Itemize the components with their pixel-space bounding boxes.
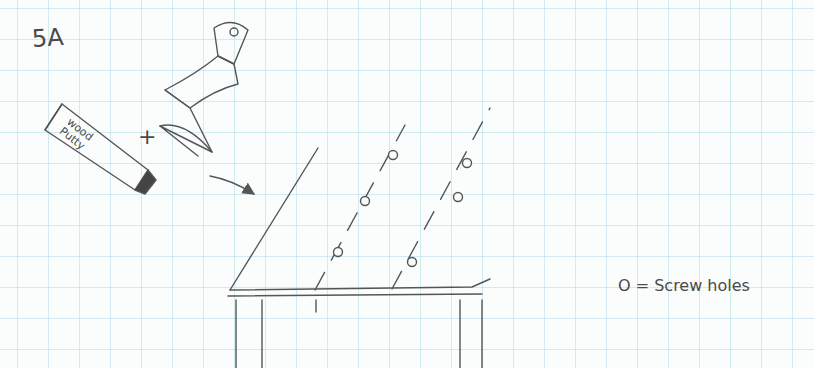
pointer-arrow	[210, 176, 254, 194]
legend-note: O = Screw holes	[618, 276, 750, 295]
screw-hole	[361, 197, 370, 206]
table-top	[228, 294, 482, 296]
tube-cap	[135, 170, 156, 194]
screw-line	[392, 108, 490, 289]
base-top	[230, 279, 490, 290]
screw-hole	[389, 151, 398, 160]
plus-sign: +	[138, 124, 156, 149]
screw-hole	[454, 193, 463, 202]
handle-hole	[230, 28, 238, 36]
tube-crimp	[45, 104, 62, 130]
lid-edge	[230, 148, 318, 290]
screw-hole	[463, 159, 472, 168]
step-title: 5A	[31, 23, 65, 53]
tick	[315, 300, 316, 312]
putty-tube	[45, 104, 148, 190]
table-legs	[236, 300, 482, 368]
knife-ferrule	[165, 56, 238, 108]
screw-hole	[408, 258, 417, 267]
knife-handle	[214, 22, 248, 64]
knife-blade	[160, 90, 212, 156]
blade-edge	[160, 125, 212, 152]
screw-line	[315, 125, 405, 290]
screw-hole	[334, 248, 343, 257]
